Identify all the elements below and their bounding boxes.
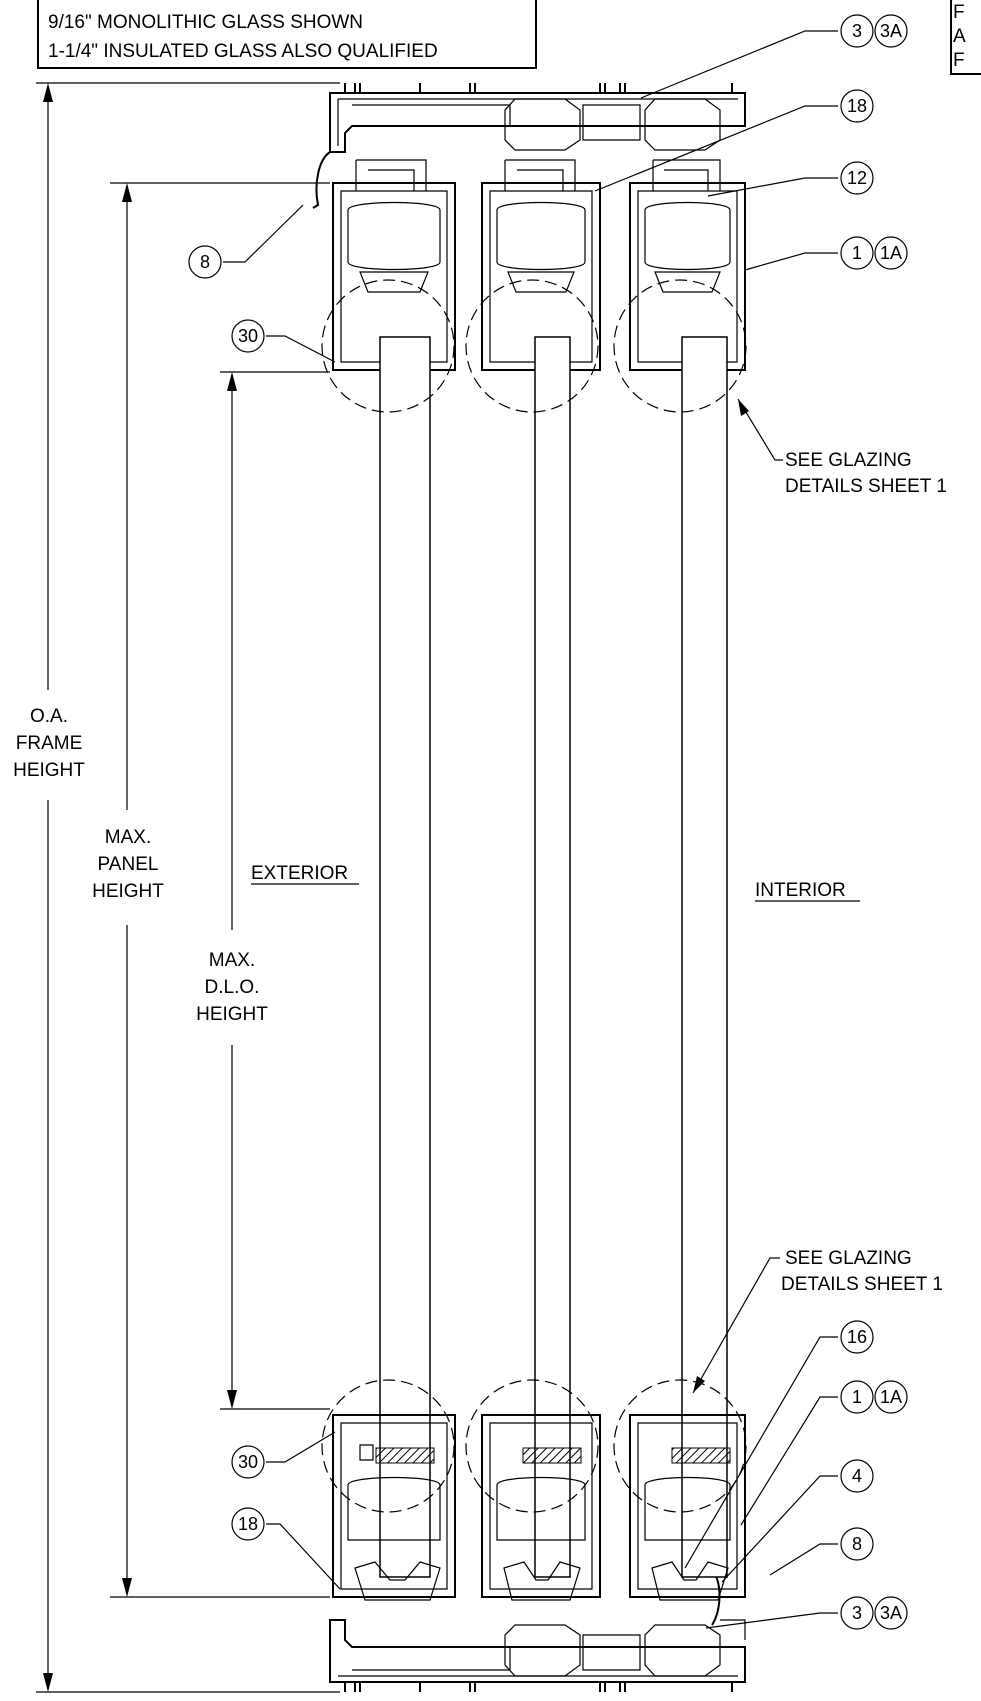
interior-label: INTERIOR bbox=[755, 880, 846, 901]
bubble-30: 30 bbox=[238, 326, 258, 346]
callout-1-1a-top: 1 1A bbox=[744, 236, 908, 271]
oa-label-2: FRAME bbox=[16, 733, 83, 754]
max-panel-height-dimension: MAX. PANEL HEIGHT bbox=[92, 182, 330, 1598]
callout-4: 4 bbox=[721, 1459, 874, 1583]
dlo-label-3: HEIGHT bbox=[196, 1004, 268, 1025]
callout-30-top: 30 bbox=[231, 319, 336, 363]
callout-16: 16 bbox=[684, 1320, 874, 1569]
callout-12: 12 bbox=[707, 161, 874, 197]
bubble-16: 16 bbox=[847, 1327, 867, 1347]
callout-18-top: 18 bbox=[594, 89, 874, 192]
oa-label-3: HEIGHT bbox=[13, 760, 85, 781]
oa-label-1: O.A. bbox=[30, 706, 68, 727]
notes-box: 9/16" MONOLITHIC GLASS SHOWN 1-1/4" INSU… bbox=[37, 0, 537, 69]
bubble-1a: 1A bbox=[880, 243, 902, 263]
bubble-3-b: 3 bbox=[852, 1603, 862, 1623]
callout-8-top: 8 bbox=[188, 204, 304, 279]
note-line-1: 9/16" MONOLITHIC GLASS SHOWN bbox=[48, 12, 363, 33]
callout-3-3a-bottom: 3 3A bbox=[705, 1596, 908, 1630]
see-glazing-bottom-1: SEE GLAZING bbox=[785, 1248, 912, 1269]
bubble-4: 4 bbox=[852, 1466, 862, 1486]
dlo-label-1: MAX. bbox=[209, 950, 255, 971]
head-frame bbox=[312, 83, 746, 209]
sill-frame bbox=[329, 1569, 746, 1692]
bubble-3a: 3A bbox=[880, 21, 902, 41]
bubble-1: 1 bbox=[852, 243, 862, 263]
callout-3-3a-top: 3 3A bbox=[640, 14, 908, 99]
see-glazing-top-1: SEE GLAZING bbox=[785, 450, 912, 471]
callout-30-bottom: 30 bbox=[231, 1431, 336, 1479]
bubble-18-b: 18 bbox=[238, 1514, 258, 1534]
bubble-8: 8 bbox=[200, 252, 210, 272]
panel-interior bbox=[629, 159, 746, 1601]
bubble-12: 12 bbox=[847, 168, 867, 188]
see-glazing-callout-bottom: SEE GLAZING DETAILS SHEET 1 bbox=[692, 1248, 943, 1394]
bubble-1a-b: 1A bbox=[880, 1387, 902, 1407]
panel-exterior bbox=[332, 159, 456, 1601]
panel-middle bbox=[481, 159, 601, 1601]
bubble-18: 18 bbox=[847, 96, 867, 116]
bubble-30-b: 30 bbox=[238, 1452, 258, 1472]
bubble-8-b: 8 bbox=[852, 1534, 862, 1554]
glazing-detail-circles bbox=[321, 279, 747, 1513]
panel-label-3: HEIGHT bbox=[92, 881, 164, 902]
see-glazing-top-2: DETAILS SHEET 1 bbox=[785, 476, 947, 497]
callout-1-1a-bottom: 1 1A bbox=[740, 1380, 908, 1526]
see-glazing-bottom-2: DETAILS SHEET 1 bbox=[781, 1274, 943, 1295]
bubble-1-b: 1 bbox=[852, 1387, 862, 1407]
notes-box-right-fragment: F A F bbox=[950, 0, 981, 75]
dlo-label-2: D.L.O. bbox=[205, 977, 260, 998]
bubble-3a-b: 3A bbox=[880, 1603, 902, 1623]
panel-label-1: MAX. bbox=[105, 827, 151, 848]
exterior-label: EXTERIOR bbox=[251, 863, 348, 884]
note-fragment-3: F bbox=[953, 50, 965, 71]
bubble-3: 3 bbox=[852, 21, 862, 41]
max-dlo-height-dimension: MAX. D.L.O. HEIGHT bbox=[196, 371, 330, 1410]
callout-8-bottom: 8 bbox=[769, 1527, 874, 1576]
note-fragment-2: A bbox=[953, 26, 966, 47]
oa-frame-height-dimension: O.A. FRAME HEIGHT bbox=[13, 82, 340, 1693]
panel-label-2: PANEL bbox=[98, 854, 159, 875]
callout-18-bottom: 18 bbox=[231, 1507, 341, 1590]
note-line-2: 1-1/4" INSULATED GLASS ALSO QUALIFIED bbox=[48, 41, 438, 62]
see-glazing-callout-top: SEE GLAZING DETAILS SHEET 1 bbox=[737, 398, 947, 497]
note-fragment-1: F bbox=[953, 2, 965, 23]
